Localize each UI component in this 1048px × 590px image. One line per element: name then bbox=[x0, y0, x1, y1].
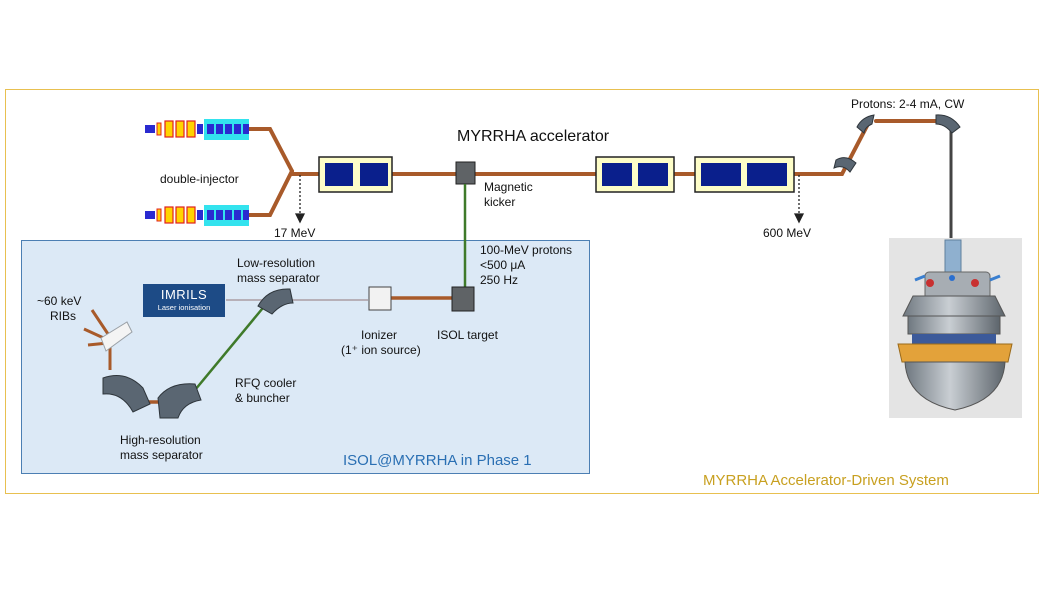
bending-magnet-3 bbox=[935, 114, 961, 134]
reactor-image bbox=[889, 238, 1022, 418]
high-res-label-1: High-resolution bbox=[120, 433, 201, 447]
energy-markers bbox=[294, 175, 805, 224]
ads-system-frame bbox=[5, 89, 1039, 494]
high-res-label-2: mass separator bbox=[120, 448, 203, 462]
energy-600-label: 600 MeV bbox=[763, 226, 812, 240]
accelerator-module-2 bbox=[595, 156, 675, 193]
magnetic-kicker bbox=[455, 161, 476, 185]
magnetic-kicker-label-1: Magnetic bbox=[484, 180, 533, 194]
bending-magnet-2 bbox=[856, 114, 875, 134]
injector-bottom bbox=[145, 205, 249, 226]
rfq-label-1: RFQ cooler bbox=[235, 376, 297, 390]
imrils-title: IMRILS bbox=[160, 287, 208, 302]
ribs-label-2: RIBs bbox=[50, 309, 77, 323]
accelerator-title: MYRRHA accelerator bbox=[457, 128, 610, 145]
bending-magnet-1 bbox=[833, 157, 857, 173]
beam-params-3: 250 Hz bbox=[480, 273, 519, 287]
double-injector-label: double-injector bbox=[160, 172, 239, 186]
bending-magnets bbox=[833, 114, 961, 173]
magnetic-kicker-label-2: kicker bbox=[484, 195, 516, 209]
beam-params-1: 100-MeV protons bbox=[480, 243, 573, 257]
high-res-separator-2 bbox=[157, 383, 202, 419]
low-res-label-2: mass separator bbox=[237, 271, 320, 285]
ionizer-label-2: (1⁺ ion source) bbox=[341, 343, 421, 357]
injector-branch-top bbox=[246, 127, 294, 173]
isol-target-box bbox=[451, 286, 475, 312]
phase-caption: ISOL@MYRRHA in Phase 1 bbox=[343, 452, 532, 469]
beam-params-2: <500 μA bbox=[480, 258, 526, 272]
low-res-label-1: Low-resolution bbox=[237, 256, 316, 270]
energy-17-label: 17 MeV bbox=[274, 226, 316, 240]
high-res-separator-1 bbox=[102, 375, 151, 413]
injector-top bbox=[145, 119, 249, 140]
system-caption: MYRRHA Accelerator-Driven System bbox=[703, 472, 949, 489]
isol-phase1-frame bbox=[21, 240, 590, 474]
ionizer-label-1: Ionizer bbox=[361, 328, 398, 342]
ribs-label-1: ~60 keV bbox=[37, 294, 82, 308]
imrils-subtitle: Laser ionisation bbox=[157, 303, 211, 312]
isol-green-beam bbox=[194, 184, 467, 391]
rib-source bbox=[83, 309, 133, 370]
ionizer-box bbox=[368, 286, 392, 311]
imrils-box: IMRILS Laser ionisation bbox=[143, 284, 225, 317]
injector-branch-bottom bbox=[246, 169, 294, 217]
accelerator-module-3 bbox=[694, 156, 795, 193]
isol-target-label: ISOL target bbox=[437, 328, 498, 342]
beam-pipe-bend bbox=[798, 122, 870, 176]
accelerator-module-1 bbox=[318, 156, 393, 193]
rfq-label-2: & buncher bbox=[235, 391, 290, 405]
low-res-separator bbox=[257, 288, 294, 315]
protons-label: Protons: 2-4 mA, CW bbox=[851, 97, 965, 111]
